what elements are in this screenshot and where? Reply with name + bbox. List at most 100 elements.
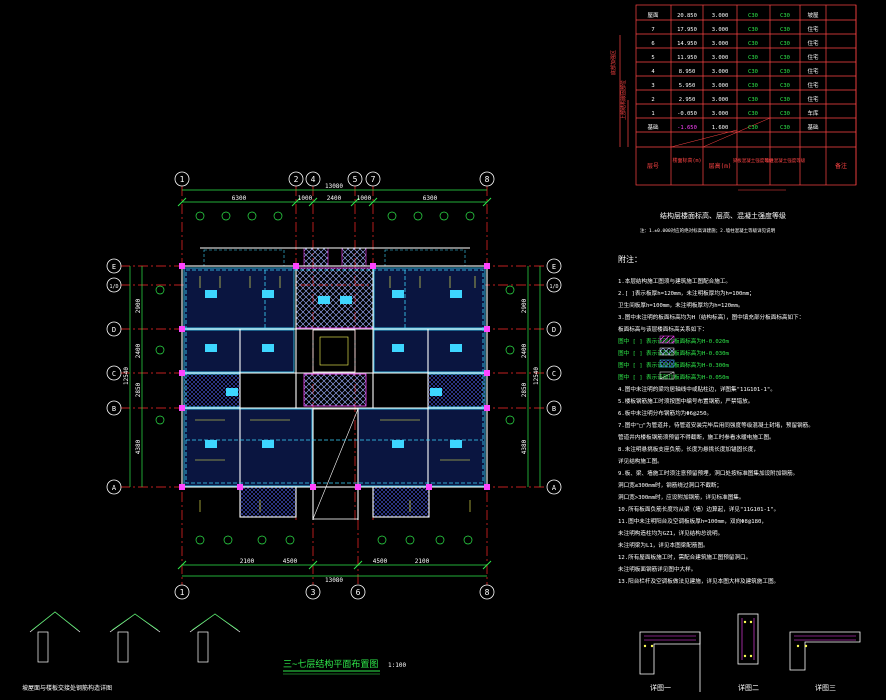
table-cell: C30	[780, 27, 790, 33]
slab-tags	[205, 290, 462, 448]
dimension-texts: 13080 6300 1000 2400 1000 6300 2100 4500…	[232, 183, 438, 584]
detail-2-label: 详图二	[738, 683, 759, 692]
note-line: 4.图中未注明的梁均居轴线中或贴柱边，详图集"11G101-1"。	[618, 385, 776, 393]
table-cell: 基础	[807, 123, 819, 131]
note-line: 9.板、梁、墙施工时须注意预留预埋，洞口处按标准图集加设附加钢筋。	[618, 469, 798, 477]
slab-panels	[183, 247, 486, 520]
detail-1-label: 详图一	[650, 683, 671, 692]
dim-left-total: 12540	[123, 367, 130, 385]
dim-bottom-total: 13080	[325, 577, 343, 584]
note-line: 板面标高与该层楼面标高关系如下：	[618, 325, 708, 333]
table-cell: 3.000	[712, 83, 729, 89]
dim-bottom-seg-1: 2100	[240, 558, 255, 565]
note-line: 2.[ ]表示板厚h=120mm，未注明板厚均为h=100mm；	[618, 289, 755, 297]
table-cell: 7	[651, 27, 654, 33]
note-line: 详见结构施工图。	[618, 457, 663, 465]
dimension-lines	[129, 189, 541, 577]
table-cell: 1.600	[712, 125, 729, 131]
note-line: 管道井内楼板钢筋须预留不得截断，施工时参看水暖电施工图。	[618, 433, 775, 441]
axis-top-5: 5	[353, 175, 358, 184]
note-line: 未注明构造柱均为GZ1，详见结构总说明。	[618, 529, 723, 537]
note-line: 洞口宽≤300mm时，钢筋绕过洞口不截断；	[618, 481, 722, 489]
axis-right-b: B	[552, 405, 556, 413]
table-cell: C30	[748, 13, 758, 19]
axis-right-1d: 1/D	[549, 284, 558, 290]
dim-top-seg-4: 1000	[357, 195, 372, 202]
table-cell: 3.000	[712, 69, 729, 75]
table-cell: 11.950	[677, 55, 697, 61]
beams	[181, 247, 488, 520]
axis-bottom-6: 6	[356, 588, 361, 597]
table-note: 注：1.±0.000对应的绝对标高详建施；2.墙柱混凝土等级详见说明	[640, 227, 776, 234]
section-details: 详图一 详图二 详图三 坡屋面与楼板交接处钢筋构造详图	[22, 611, 861, 692]
dim-top-seg-1: 6300	[232, 195, 247, 202]
axis-top-7: 7	[371, 175, 376, 184]
table-header-elevation: 楼面标高(m)	[672, 157, 701, 164]
table-cell: 住宅	[807, 39, 819, 47]
table-cell: 住宅	[807, 81, 819, 89]
axis-top-2: 2	[294, 175, 299, 184]
dim-right-seg-3: 2850	[521, 382, 528, 397]
table-cell: 6	[651, 41, 654, 47]
axis-top-8: 8	[485, 175, 490, 184]
axis-top-4: 4	[311, 175, 316, 184]
table-cell: 4	[651, 69, 655, 75]
axis-right-e: E	[552, 263, 556, 271]
table-cell: 3	[651, 83, 654, 89]
table-cell: 14.950	[677, 41, 697, 47]
note-line: 5.楼板钢筋施工时须按图中编号布置钢筋，严禁错放。	[618, 397, 753, 405]
table-header-beam-concrete: 梁板混凝土强度等级	[733, 157, 774, 164]
table-cell: C30	[748, 69, 758, 75]
table-cell: 2.950	[679, 97, 696, 103]
table-cell: 3.000	[712, 97, 729, 103]
dim-left-seg-1: 2900	[135, 298, 142, 313]
note-line: 8.未注明悬挑板支座负筋，长度为悬挑长度加锚固长度，	[618, 445, 759, 453]
dim-bottom-seg-4: 2100	[415, 558, 430, 565]
table-cell: C30	[748, 83, 758, 89]
table-header-floor: 层号	[647, 163, 659, 170]
table-cell: C30	[780, 55, 790, 61]
dim-left-seg-2: 2400	[135, 343, 142, 358]
axis-bottom-3: 3	[311, 588, 316, 597]
table-header-remark: 备注	[835, 162, 847, 170]
dim-top-total: 13080	[325, 183, 343, 190]
table-side-label: 上部结构嵌固部位	[620, 80, 627, 120]
axis-row-labels: E 1/D D C B A E 1/D D C B A	[109, 263, 558, 492]
detail-3-label: 详图三	[815, 683, 836, 692]
hatch-legend	[659, 335, 675, 380]
note-line: 3.图中未注明的板面标高均为H（结构标高），图中填充部分板面标高如下：	[618, 313, 804, 321]
table-cell: -0.050	[677, 111, 697, 117]
table-header: 层号 楼面标高(m) 层高(m) 梁板混凝土强度等级 墙柱混凝土强度等级 备注	[647, 157, 847, 170]
axis-bottom-8: 8	[485, 588, 490, 597]
table-cell: C30	[748, 41, 758, 47]
dim-right-seg-4: 4380	[521, 439, 528, 454]
axis-right-d: D	[552, 326, 556, 334]
axis-left-c: C	[112, 370, 116, 378]
plan-title: 三~七层结构平面布置图	[283, 658, 378, 670]
table-cell: 3.000	[712, 27, 729, 33]
table-cell: 基础	[647, 123, 659, 131]
note-line: 未注明梁为L1，详见本图梁配筋图。	[618, 541, 709, 549]
table-cell: 5	[651, 55, 654, 61]
dim-right-total: 12540	[533, 367, 540, 385]
table-cell: 3.000	[712, 41, 729, 47]
note-line: 12.所有屋面板施工时，需配合建筑施工图预留洞口。	[618, 553, 751, 561]
table-cell: 住宅	[807, 67, 819, 75]
axis-left-a: A	[112, 484, 117, 492]
notes-block: 附注： 1.本层结构施工图须与建筑施工图配合施工。2.[ ]表示板厚h=120m…	[618, 254, 814, 585]
dim-top-seg-2: 1000	[298, 195, 313, 202]
table-cell: C30	[780, 83, 790, 89]
table-cell: -1.650	[677, 125, 697, 131]
axis-left-d: D	[112, 326, 116, 334]
columns	[179, 263, 490, 490]
axis-top-1: 1	[180, 175, 185, 184]
dim-left-seg-4: 4380	[135, 439, 142, 454]
axis-left-b: B	[112, 405, 116, 413]
dim-bottom-seg-3: 4500	[373, 558, 388, 565]
table-cell: 3.000	[712, 55, 729, 61]
table-header-wall-concrete: 墙柱混凝土强度等级	[765, 157, 806, 164]
dim-left-seg-3: 2850	[135, 382, 142, 397]
axis-right-a: A	[552, 484, 557, 492]
dim-top-seg-3: 2400	[327, 195, 342, 202]
table-cell: 8.950	[679, 69, 696, 75]
